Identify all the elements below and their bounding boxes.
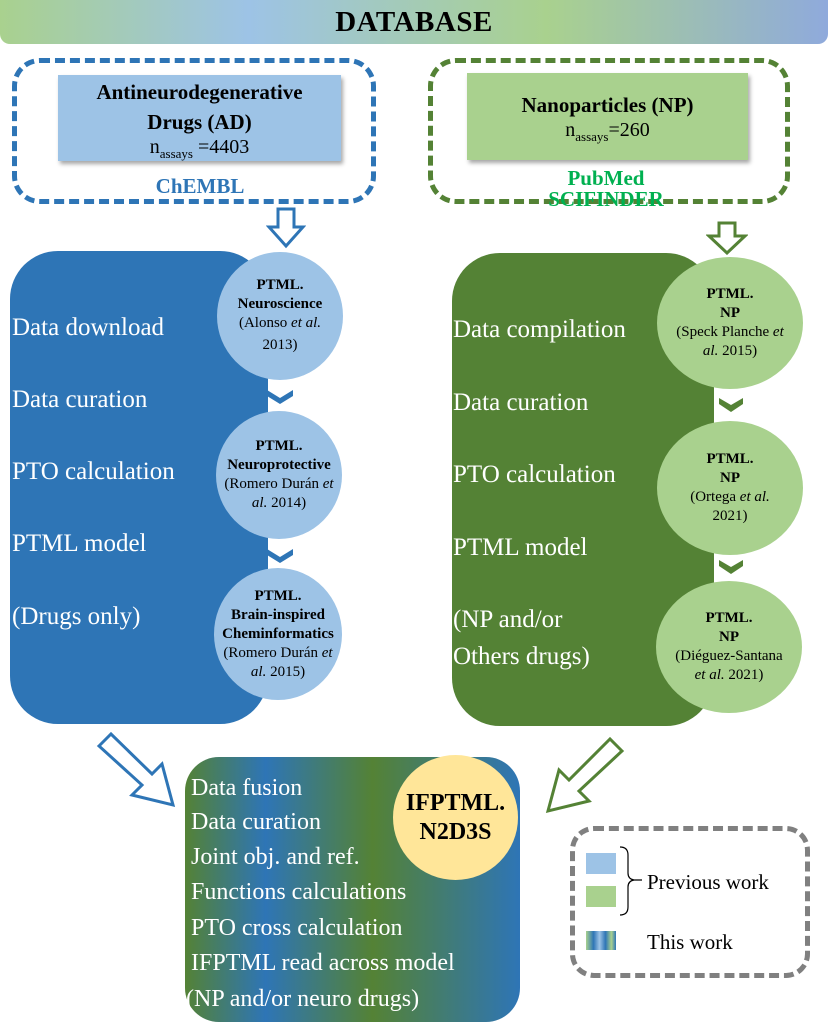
fusion-step-functions-calculations: Functions calculations [191,879,407,905]
right-step-ptml-model: PTML model [453,534,588,561]
left-step-pto-calculation: PTO calculation [12,458,175,485]
ad-database-label: ChEMBL [155,174,245,198]
fusion-step-ifptml-read-across: IFPTML read across model [191,950,455,976]
chevron-down-icon [719,398,743,412]
ad-card: Antineurodegenerative Drugs (AD) nassays… [58,75,341,161]
ifptml-label: IFPTML. [405,789,506,816]
model-ifptml-n2d3s: IFPTML. N2D3S [393,755,518,880]
legend-previous-work: Previous work [647,870,769,894]
right-step-others-drugs: Others drugs) [453,643,590,670]
np-database-scifinder: SCIFINDER [548,187,664,211]
database-header: DATABASE [0,0,828,44]
model-ptml-neuroprotective: PTML. Neuroprotective (Romero Durán et a… [216,411,342,539]
left-step-data-download: Data download [12,314,165,341]
legend-swatch-gradient [586,931,616,950]
model-ptml-np-ortega: PTML. NP (Ortega et al. 2021) [657,421,803,555]
ad-title-line1: Antineurodegenerative [96,80,303,104]
model-ptml-np-dieguez: PTML. NP (Diéguez-Santana et al. 2021) [656,581,802,713]
fusion-step-joint-obj: Joint obj. and ref. [191,844,360,870]
fusion-step-data-fusion: Data fusion [191,775,303,801]
model-ptml-neuroscience: PTML. Neuroscience (Alonso et al. 2013) [217,252,343,380]
right-step-np-and-or: (NP and/or [453,606,563,633]
np-database-label: PubMed SCIFINDER [506,168,706,210]
diagonal-arrow-green-icon [545,736,625,814]
down-arrow-green-icon [706,221,748,255]
model-ptml-brain-inspired: PTML. Brain-inspired Cheminformatics (Ro… [214,568,342,700]
n2d3s-label: N2D3S [419,818,492,845]
fusion-step-pto-cross-calculation: PTO cross calculation [191,915,403,941]
right-step-data-curation: Data curation [453,389,589,416]
down-arrow-blue-icon [266,207,306,249]
legend-this-work: This work [647,930,733,954]
legend-brace-icon [619,846,642,916]
legend-swatch-blue [586,853,616,874]
np-card: Nanoparticles (NP) nassays=260 [467,73,748,160]
left-step-data-curation: Data curation [12,386,148,413]
left-step-drugs-only: (Drugs only) [12,603,141,630]
fusion-step-np-neuro-drugs: (NP and/or neuro drugs) [186,986,420,1012]
legend-box [570,826,810,978]
np-count: nassays=260 [565,119,650,144]
diagonal-arrow-blue-icon [96,731,176,808]
chevron-down-icon [267,390,293,404]
chevron-down-icon [719,560,743,574]
model-ptml-np-speck: PTML. NP (Speck Planche et al. 2015) [657,257,803,389]
np-source-box [428,58,790,204]
chevron-down-icon [267,549,293,563]
ad-source-box [12,58,376,204]
right-step-pto-calculation: PTO calculation [453,461,616,488]
header-title: DATABASE [335,5,493,38]
right-step-data-compilation: Data compilation [453,316,626,343]
ad-title-line2: Drugs (AD) [147,110,252,134]
np-database-pubmed: PubMed [567,166,645,190]
ad-count: nassays =4403 [149,136,250,161]
np-title: Nanoparticles (NP) [521,93,694,117]
left-step-ptml-model: PTML model [12,530,147,557]
legend-swatch-green [586,886,616,907]
fusion-step-data-curation: Data curation [191,809,321,835]
